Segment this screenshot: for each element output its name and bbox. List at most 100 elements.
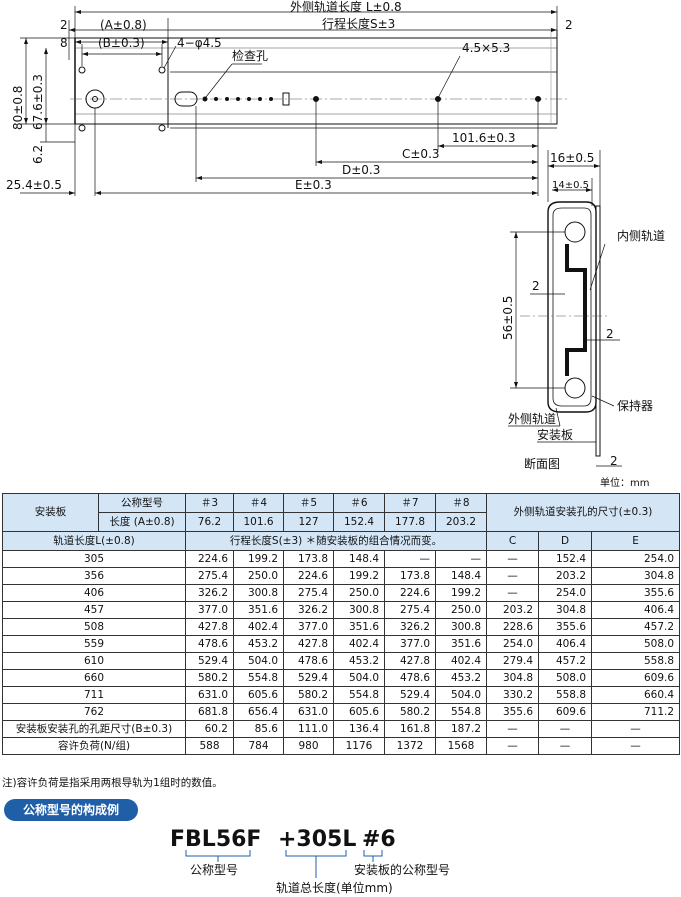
model-cell: ＃8	[435, 493, 487, 513]
rail-length-cell: 457	[2, 601, 186, 619]
rail-length-cell: 610	[2, 652, 186, 670]
code-plate: #6	[362, 827, 396, 852]
dim-67: 67.6±0.3	[31, 74, 45, 130]
footnote: 注)容许负荷是指采用两根导轨为1组时的数值。	[2, 777, 223, 789]
value-cell: 224.6	[283, 567, 334, 585]
value-cell: 300.8	[333, 601, 385, 619]
value-cell: —	[486, 550, 539, 568]
rail-length-cell: 559	[2, 635, 186, 653]
value-cell: —	[384, 550, 436, 568]
example-badge: 公称型号的构成例	[4, 799, 138, 821]
value-cell: 326.2	[384, 618, 436, 636]
value-cell: 250.0	[233, 567, 284, 585]
value-cell: 453.2	[333, 652, 385, 670]
value-cell: 148.4	[435, 567, 487, 585]
value-cell: 161.8	[384, 720, 436, 738]
value-cell: 980	[283, 737, 334, 755]
dim-outer-length: 外侧轨道长度 L±0.8	[290, 0, 402, 14]
value-cell: 427.8	[185, 618, 234, 636]
value-cell: 377.0	[185, 601, 234, 619]
value-cell: 504.0	[435, 686, 487, 704]
dim-e: E±0.3	[295, 178, 332, 192]
value-cell: 631.0	[283, 703, 334, 721]
side-view	[20, 6, 570, 196]
value-cell: —	[435, 550, 487, 568]
dim-2a: 2	[532, 279, 540, 293]
slot-hole	[174, 91, 198, 107]
dim-stroke: 行程长度S±3	[322, 16, 395, 31]
code-length: +305L	[278, 827, 356, 852]
load-row-label: 容许负荷(N/组)	[2, 737, 186, 755]
dim-eight: 8	[60, 36, 68, 50]
code-model: FBL56F	[170, 827, 261, 852]
rail-length-cell: 305	[2, 550, 186, 568]
value-cell: 580.2	[185, 669, 234, 687]
header-stroke: 行程长度S(±3) ＊随安装板的组合情况而变。	[185, 531, 487, 551]
dim-b: (B±0.3)	[98, 36, 145, 50]
value-cell: 300.8	[233, 584, 284, 602]
value-cell: 402.4	[233, 618, 284, 636]
rail-length-cell: 762	[2, 703, 186, 721]
value-cell: 254.0	[486, 635, 539, 653]
value-cell: 508.0	[590, 635, 681, 653]
section-arrows	[514, 164, 600, 388]
value-cell: 605.6	[233, 686, 284, 704]
dim-101: 101.6±0.3	[452, 131, 516, 145]
value-cell: 478.6	[185, 635, 234, 653]
value-cell: 300.8	[435, 618, 487, 636]
value-cell: 605.6	[333, 703, 385, 721]
dim-holes: 4−φ4.5	[177, 36, 222, 50]
header-row-1: 安装板 公称型号 ＃3 ＃4 ＃5 ＃6 ＃7 ＃8 外侧轨道安装孔的尺寸(±0…	[2, 493, 681, 532]
value-cell: 504.0	[333, 669, 385, 687]
value-cell: 457.2	[590, 618, 681, 636]
value-cell: 457.2	[538, 652, 592, 670]
value-cell: 111.0	[283, 720, 334, 738]
value-cell: 427.8	[384, 652, 436, 670]
spec-table: 安装板 公称型号 ＃3 ＃4 ＃5 ＃6 ＃7 ＃8 外侧轨道安装孔的尺寸(±0…	[2, 493, 681, 755]
value-cell: 660.4	[590, 686, 681, 704]
section-labels: 16±0.5 14±0.5 内侧轨道 56±0.5 2 2 保持器 外侧轨道 安…	[501, 151, 665, 471]
retainer-ball	[564, 221, 586, 243]
value-cell: 326.2	[185, 584, 234, 602]
value-cell: 173.8	[384, 567, 436, 585]
model-cell: ＃3	[185, 493, 234, 513]
label-model: 公称型号	[190, 863, 238, 877]
value-cell: 1372	[384, 737, 436, 755]
unit-label: 单位：mm	[600, 478, 650, 489]
value-cell: 60.2	[185, 720, 234, 738]
value-cell: 580.2	[384, 703, 436, 721]
rail-length-cell: 508	[2, 618, 186, 636]
value-cell: 173.8	[283, 550, 334, 568]
rail-length-cell: 711	[2, 686, 186, 704]
dim-25: 25.4±0.5	[6, 178, 62, 192]
mounting-hole	[78, 124, 86, 132]
value-cell: 254.0	[538, 584, 592, 602]
arrows	[24, 10, 557, 195]
value-cell: 228.6	[486, 618, 539, 636]
side-view-labels: 外侧轨道长度 L±0.8 行程长度S±3 (A±0.8) (B±0.3) 2 8…	[6, 0, 573, 192]
label-length: 轨道总长度(单位mm)	[276, 880, 393, 895]
value-cell: 529.4	[384, 686, 436, 704]
value-cell: 199.2	[233, 550, 284, 568]
label-retainer: 保持器	[617, 398, 653, 413]
dim-two-right: 2	[565, 18, 573, 32]
value-cell: 558.8	[538, 686, 592, 704]
label-mounting-plate: 安装板	[537, 427, 573, 442]
mounting-hole	[78, 66, 86, 74]
value-cell: 203.2	[486, 601, 539, 619]
value-cell: 326.2	[283, 601, 334, 619]
length-cell: 76.2	[185, 512, 234, 532]
rail-length-cell: 406	[2, 584, 186, 602]
value-cell: 254.0	[590, 550, 681, 568]
rail-hole	[435, 96, 441, 102]
value-cell: 304.8	[590, 567, 681, 585]
length-cell: 152.4	[333, 512, 385, 532]
value-cell: 136.4	[333, 720, 385, 738]
dim-2c: 2	[610, 454, 618, 468]
